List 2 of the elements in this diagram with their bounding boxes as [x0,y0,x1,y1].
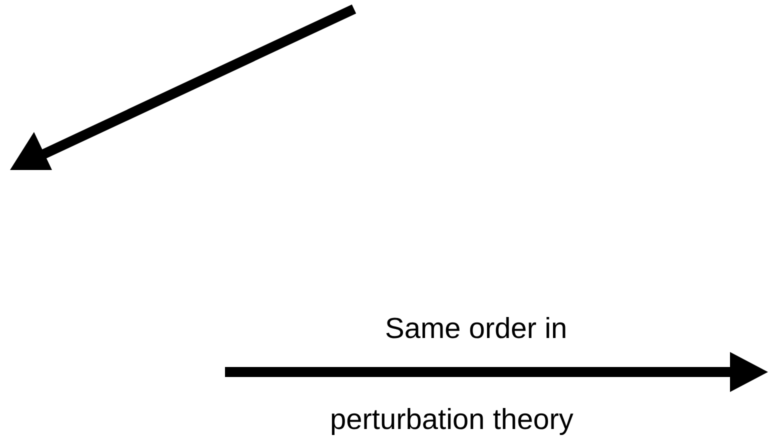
arrow-label: Same order in [385,312,568,346]
arrow-label: perturbation theory [330,403,574,437]
